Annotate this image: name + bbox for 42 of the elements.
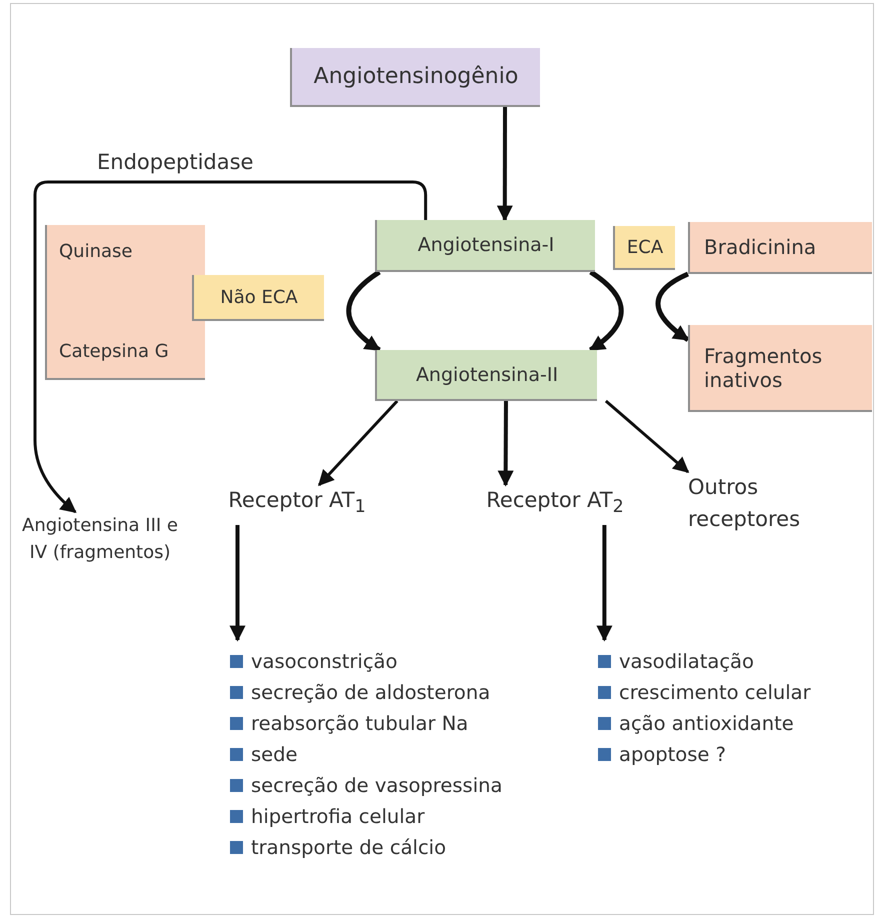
peptide-box [688, 222, 872, 274]
list-item-text: secreção de vasopressina [251, 774, 502, 797]
arrow [498, 401, 514, 487]
enzyme-box [45, 225, 205, 380]
arrow [604, 400, 690, 474]
list-item-text: vasoconstrição [251, 650, 398, 673]
box-label: Catepsina G [59, 341, 169, 362]
peptide-box [375, 220, 595, 272]
peptide-box [688, 325, 872, 412]
list-item-text: transporte de cálcio [251, 836, 446, 859]
node-label: Receptor AT$_{2}$ [486, 487, 624, 520]
enzyme-box [192, 275, 324, 321]
box-label: Não ECA [220, 286, 298, 308]
node-label: Angiotensina III e IV (fragmentos) [21, 514, 179, 565]
box-label: Angiotensinogênio [314, 64, 518, 89]
arrow [34, 180, 428, 514]
list-item-text: apoptose ? [619, 743, 726, 766]
list-item-text: sede [251, 743, 298, 766]
list-item-text: secreção de aldosterona [251, 681, 490, 704]
peptide-box [375, 350, 597, 401]
box-label: Bradicinina [704, 235, 816, 259]
arrow [318, 400, 398, 486]
box-label: ECA [626, 236, 664, 258]
list-item-text: reabsorção tubular Na [251, 712, 468, 735]
list-item-text: vasodilatação [619, 650, 754, 673]
list-item-text: hipertrofia celular [251, 805, 425, 828]
box-label: Quinase [59, 241, 132, 262]
arrow [596, 525, 612, 642]
curved-arrow [656, 272, 690, 342]
box-label: Angiotensina-I [418, 234, 554, 256]
enzyme-box [613, 226, 675, 270]
arrow [496, 107, 513, 222]
box-label: Fragmentos inativos [704, 344, 824, 392]
precursor-box [290, 48, 540, 107]
node-label: Receptor AT$_{1}$ [228, 487, 366, 520]
arrow [230, 525, 246, 642]
node-label: Outros receptores [688, 474, 802, 532]
list-item-text: ação antioxidante [619, 712, 794, 735]
box-label: Angiotensina-II [416, 364, 558, 386]
curved-arrow [346, 270, 381, 352]
curved-arrow [588, 270, 624, 352]
list-item-text: crescimento celular [619, 681, 811, 704]
